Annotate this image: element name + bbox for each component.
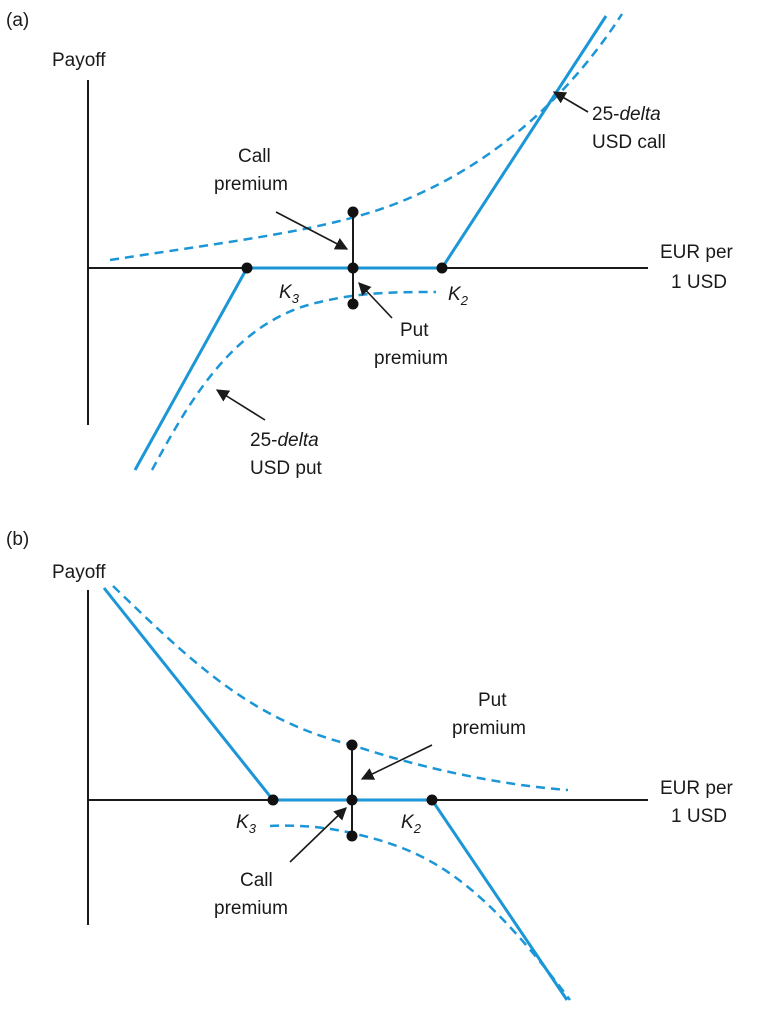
panel-b-label: (b) [6,529,29,550]
panel-b-x-axis-label-line1: EUR per [660,778,734,799]
panel-a-put-premium-label-line1: Put [400,320,429,341]
panel-b-put-premium-arrow [360,744,433,780]
panel-b-center-dot [346,794,358,806]
panel-b-payoff-line [102,587,569,1001]
panel-b-k3-dot [267,794,279,806]
panel-a-call-option-label-line2: USD call [592,132,666,153]
panel-b-put-premium-label-line2: premium [452,718,526,739]
panel-a-call-option-label-line1: 25-delta [592,104,661,125]
panel-b-k3-label: K3 [236,812,257,836]
panel-a-k3-label: K3 [279,282,300,306]
panel-b-put-value-curve [112,585,569,792]
panel-a-x-axis-label-line1: EUR per [660,242,734,263]
panel-a-k2-dot [436,262,448,274]
panel-b-put-premium-dot [346,739,358,751]
panel-b-k2-dot [426,794,438,806]
panel-b-call-premium-label-line1: Call [240,870,273,891]
panel-a-center-dot [347,262,359,274]
panel-a-label: (a) [6,10,29,31]
panel-b-k2-label: K2 [401,812,422,836]
panel-a-put-value-curve [150,290,437,471]
panel-b-x-axis-label-line2: 1 USD [671,806,727,827]
panel-b-call-premium-arrow [289,807,347,863]
panel-a-k3-dot [241,262,253,274]
panel-b: (b) Payoff EUR per 1 USD K3 K2 Put premi… [6,529,734,1001]
panel-a-put-premium-label-line2: premium [374,348,448,369]
panel-a-call-premium-label-line1: Call [238,146,271,167]
panel-b-call-value-curve [269,824,571,1001]
panel-b-call-premium-dot [346,830,358,842]
panel-a-x-axis-label-line2: 1 USD [671,272,727,293]
panel-a-call-premium-label-line2: premium [214,174,288,195]
panel-a-payoff-line [133,15,608,471]
panel-a-put-option-label-line1: 25-delta [250,430,319,451]
panel-a-k2-label: K2 [448,284,469,308]
panel-a: (a) Payoff EUR per 1 USD K3 K2 Call prem… [6,10,734,479]
panel-a-put-option-label-line2: USD put [250,458,323,479]
panel-b-call-premium-label-line2: premium [214,898,288,919]
panel-b-y-axis-label: Payoff [52,562,106,583]
panel-a-put-option-arrow [215,389,266,421]
panel-a-put-premium-arrow [358,282,393,319]
panel-a-call-value-curve [109,13,624,262]
panel-a-y-axis-label: Payoff [52,50,106,71]
panel-a-call-option-arrow [552,91,589,113]
panel-b-put-premium-label-line1: Put [478,690,507,711]
panel-a-put-premium-dot [347,298,359,310]
panel-a-call-premium-arrow [275,211,349,250]
panel-a-call-premium-dot [347,206,359,218]
